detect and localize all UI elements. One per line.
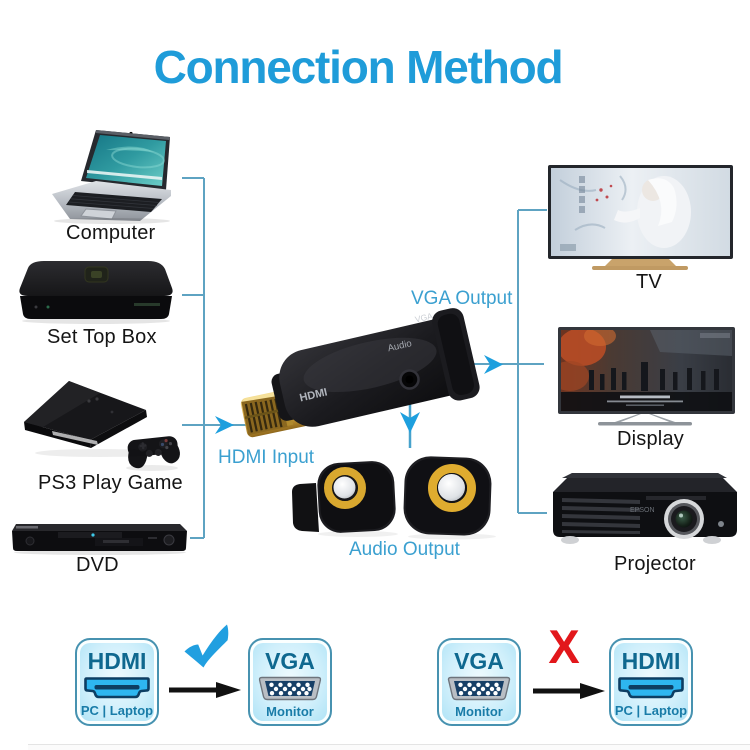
svg-text:VGA: VGA	[414, 311, 434, 325]
svg-text:EPSON: EPSON	[630, 507, 655, 514]
svg-text:Audio: Audio	[387, 338, 413, 354]
